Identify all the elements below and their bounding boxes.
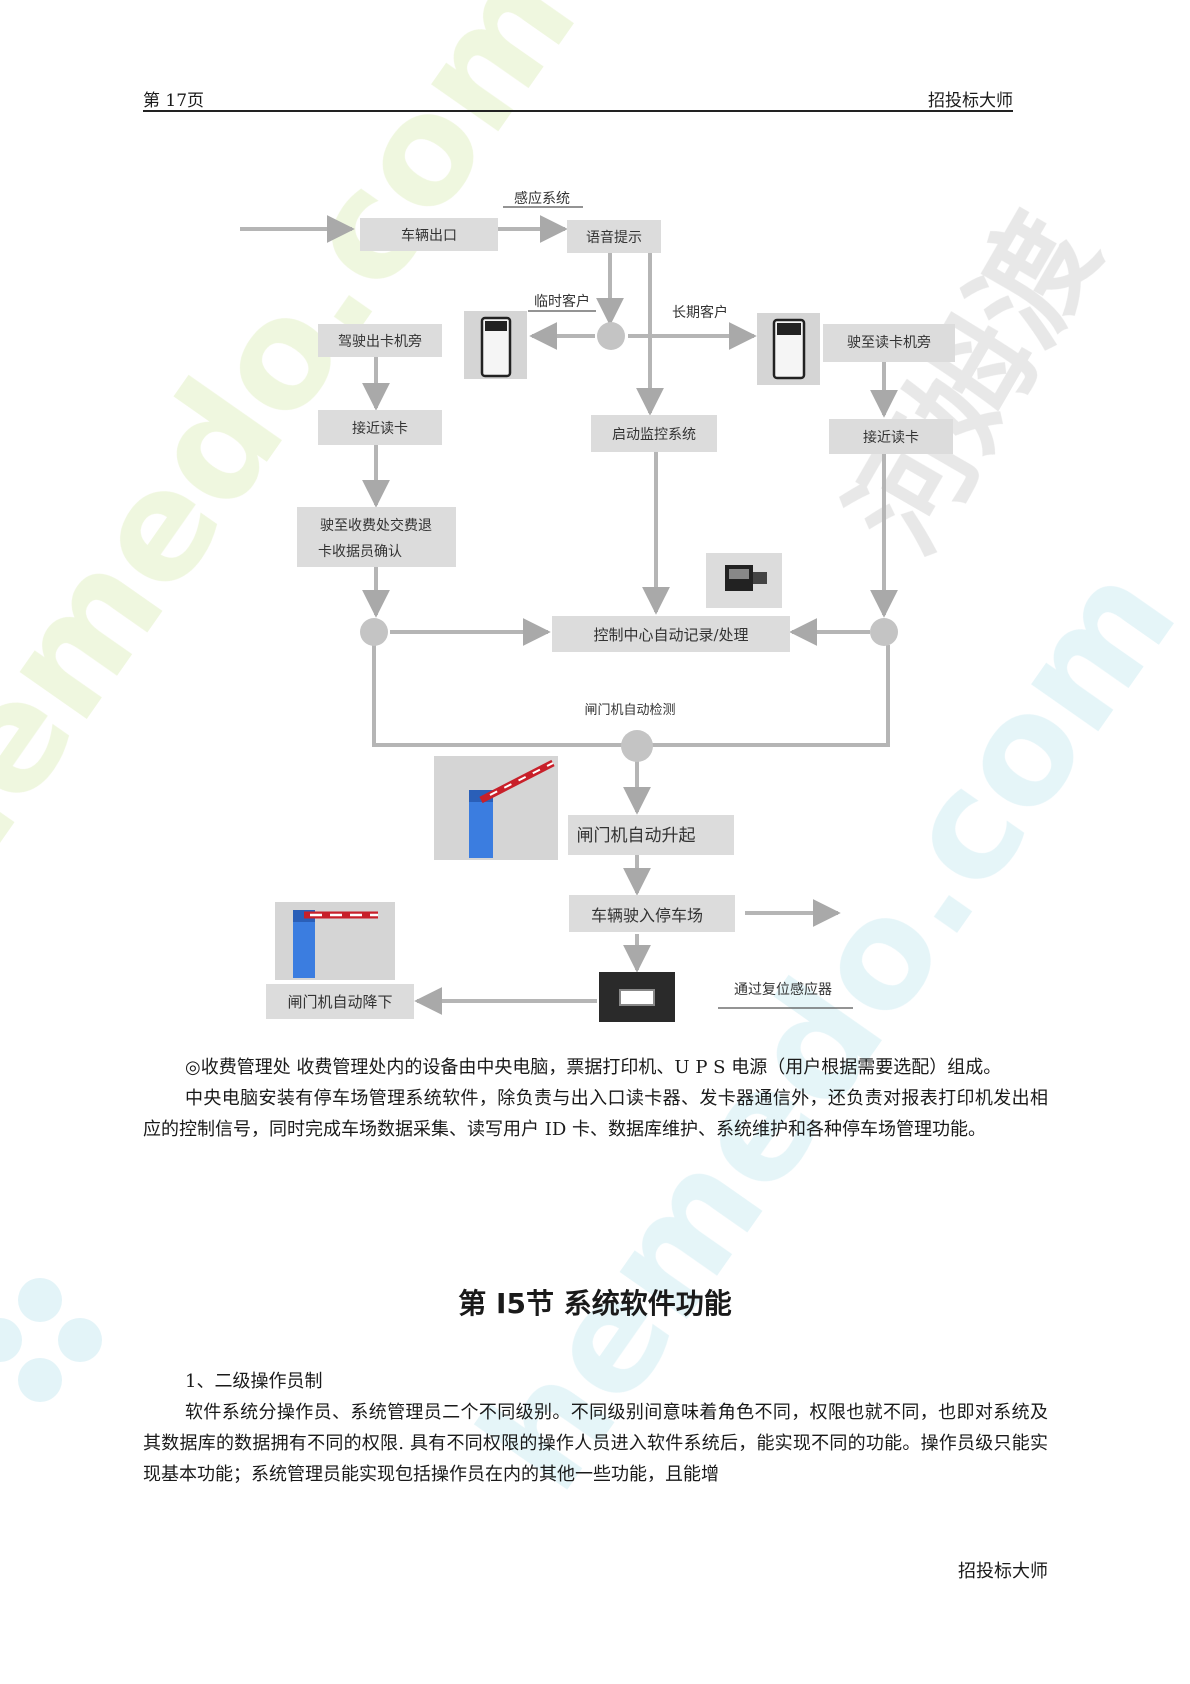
label-temp-customer: 临时客户 [534, 293, 590, 310]
label-pay-line1: 驶至收费处交费退 [320, 517, 432, 534]
label-proximity-right: 接近读卡 [863, 429, 919, 446]
footer-brand: 招投标大师 [958, 1561, 1048, 1582]
label-sensor-system: 感应系统 [514, 190, 570, 207]
label-vehicle-enter: 车辆驶入停车场 [591, 906, 703, 925]
barrier-gate-raised-icon [434, 756, 558, 860]
label-pay-line2: 卡收据员确认 [318, 544, 402, 560]
body-block-1: ◎收费管理处 收费管理处内的设备由中央电脑，票据打印机、U P S 电源（用户根… [143, 1052, 1048, 1145]
box-drive-reader [823, 324, 955, 362]
paragraph-permissions: 软件系统分操作员、系统管理员二个不同级别。不同级别间意味着角色不同，权限也就不同… [143, 1402, 1048, 1485]
box-vehicle-exit [360, 218, 498, 251]
parking-exit-flowchart: 感应系统 车辆出口 语音提示 临时客户 长期客户 驾驶出卡机旁 驶至读卡机旁 接… [240, 190, 955, 1022]
box-proximity-left [318, 410, 442, 445]
box-gate-raise [568, 815, 734, 855]
label-gate-auto-raise: 闸门机自动升起 [577, 826, 696, 846]
page-number: 第 17页 [143, 91, 205, 111]
camera-icon [706, 553, 782, 608]
junction-customer-split [597, 322, 625, 350]
label-gate-auto-detect: 闸门机自动检测 [584, 703, 675, 718]
box-pay [297, 507, 456, 567]
reset-sensor-icon [599, 972, 675, 1022]
box-voice-prompt [567, 220, 661, 253]
paragraph-fee-office: ◎收费管理处 收费管理处内的设备由中央电脑，票据打印机、U P S 电源（用户根… [185, 1057, 1002, 1078]
label-drive-dispenser: 驾驶出卡机旁 [338, 333, 422, 350]
label-start-monitor: 启动监控系统 [612, 427, 696, 443]
label-drive-reader: 驶至读卡机旁 [847, 334, 931, 351]
box-control-center [552, 616, 790, 652]
list-item-operator-levels: 1、二级操作员制 [185, 1371, 323, 1392]
box-drive-dispenser [318, 324, 442, 357]
label-gate-auto-lower: 闸门机自动降下 [287, 993, 392, 1011]
label-long-customer: 长期客户 [672, 304, 728, 321]
box-proximity-right [829, 419, 953, 454]
label-voice-prompt: 语音提示 [586, 229, 642, 246]
label-pass-sensor: 通过复位感应器 [734, 981, 832, 998]
box-vehicle-enter [569, 895, 735, 932]
body-block-2: 1、二级操作员制 软件系统分操作员、系统管理员二个不同级别。不同级别间意味着角色… [143, 1366, 1048, 1490]
junction-right [870, 618, 898, 646]
section-title: 第 I5节 系统软件功能 [458, 1287, 732, 1320]
label-proximity-left: 接近读卡 [352, 420, 408, 437]
page-header: 第 17页 招投标大师 [143, 84, 1013, 112]
box-start-monitor [591, 415, 717, 452]
header-brand: 招投标大师 [928, 91, 1013, 111]
junction-gate-detect [621, 730, 653, 762]
card-reader-right-icon [757, 313, 820, 385]
card-dispenser-left-icon [464, 311, 527, 379]
paragraph-central-pc: 中央电脑安装有停车场管理系统软件，除负责与出入口读卡器、发卡器通信外，还负责对报… [143, 1088, 1048, 1140]
junction-left [360, 618, 388, 646]
label-vehicle-exit: 车辆出口 [401, 227, 457, 244]
label-control-center: 控制中心自动记录/处理 [593, 626, 748, 644]
box-gate-lower [266, 984, 414, 1019]
barrier-gate-lowered-icon [275, 902, 395, 980]
